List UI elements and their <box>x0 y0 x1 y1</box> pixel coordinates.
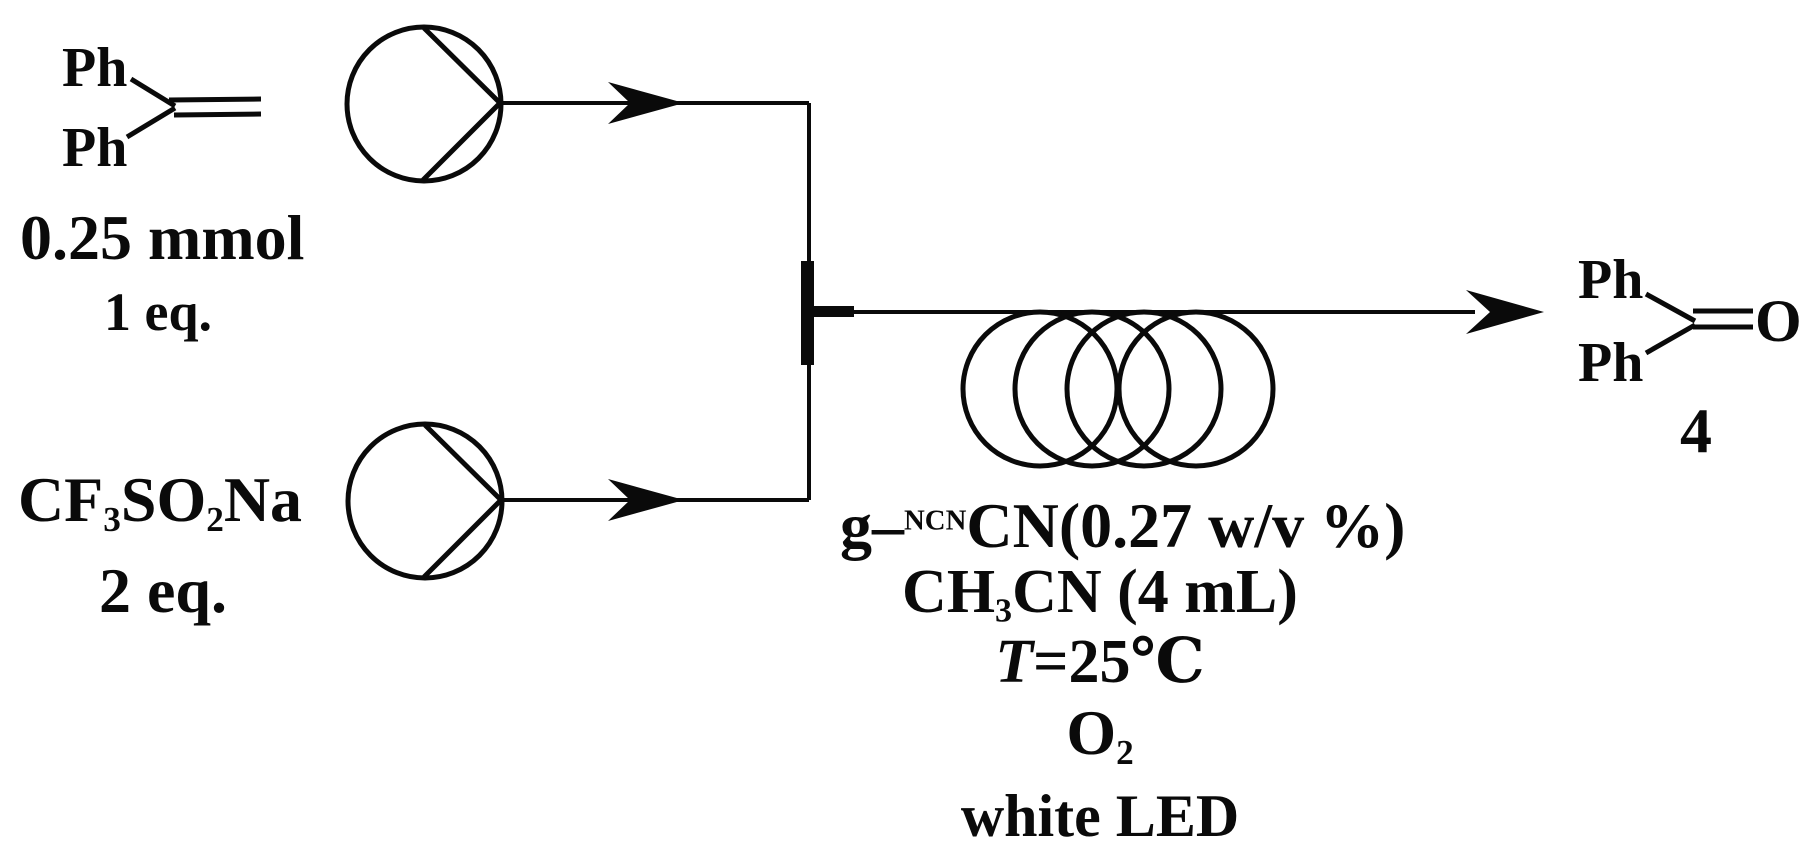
temperature-symbol: T <box>995 628 1034 696</box>
product-compound-number: 4 <box>1680 395 1712 466</box>
catalyst-prefix: g– <box>840 490 904 561</box>
reagent2-formula-part2: SO <box>120 464 207 535</box>
solvent-part1: CH <box>902 558 996 626</box>
condition-light-label: white LED <box>960 783 1240 849</box>
gas-part1: O <box>1066 697 1117 768</box>
product-group-top-label: Ph <box>1578 249 1644 311</box>
reagent1-amount-label: 0.25 mmol <box>20 202 305 273</box>
condition-gas-label: O2 <box>840 701 1360 770</box>
reagent2-equivalents-label: 2 eq. <box>99 555 227 626</box>
product-oxygen-label: O <box>1755 288 1802 354</box>
coil-reactor-icon <box>960 309 1276 469</box>
reagent2-formula-part3: Na <box>223 464 303 535</box>
reagent2-formula-label: CF3SO2Na <box>10 468 310 537</box>
flow-arrow-top <box>608 82 684 124</box>
condition-catalyst-label: g–NCNCN(0.27 w/v %) <box>840 494 1405 558</box>
catalyst-rest: CN(0.27 w/v %) <box>966 490 1406 561</box>
t-junction-mixer-icon <box>801 261 854 365</box>
pump-1-icon <box>344 24 504 184</box>
flow-arrow-product <box>1466 290 1544 334</box>
solvent-part2: CN (4 mL) <box>1012 558 1298 626</box>
solvent-sub: 3 <box>995 592 1013 630</box>
reactant-structure-bonds <box>125 76 262 140</box>
reagent1-equivalents-label: 1 eq. <box>104 282 212 342</box>
pump-2-icon <box>345 421 505 581</box>
product-group-bottom-label: Ph <box>1578 332 1644 394</box>
tubing-line-bottom <box>502 365 811 502</box>
catalyst-superscript: NCN <box>904 504 967 537</box>
reagent2-formula-sub1: 3 <box>103 499 121 539</box>
reagent1-group-bottom-label: Ph <box>62 117 128 179</box>
reagent2-formula-part1: CF <box>17 464 104 535</box>
reagent1-group-top-label: Ph <box>62 37 128 99</box>
reagent2-formula-sub2: 2 <box>206 499 224 539</box>
product-structure-bonds <box>1644 291 1753 356</box>
condition-temperature-label: T=25℃ <box>840 631 1360 693</box>
condition-solvent-label: CH3CN (4 mL) <box>840 558 1360 628</box>
flow-arrow-bottom <box>608 479 684 521</box>
temperature-value: =25℃ <box>1033 628 1205 696</box>
gas-sub: 2 <box>1116 732 1134 772</box>
tubing-line-top <box>501 101 811 262</box>
